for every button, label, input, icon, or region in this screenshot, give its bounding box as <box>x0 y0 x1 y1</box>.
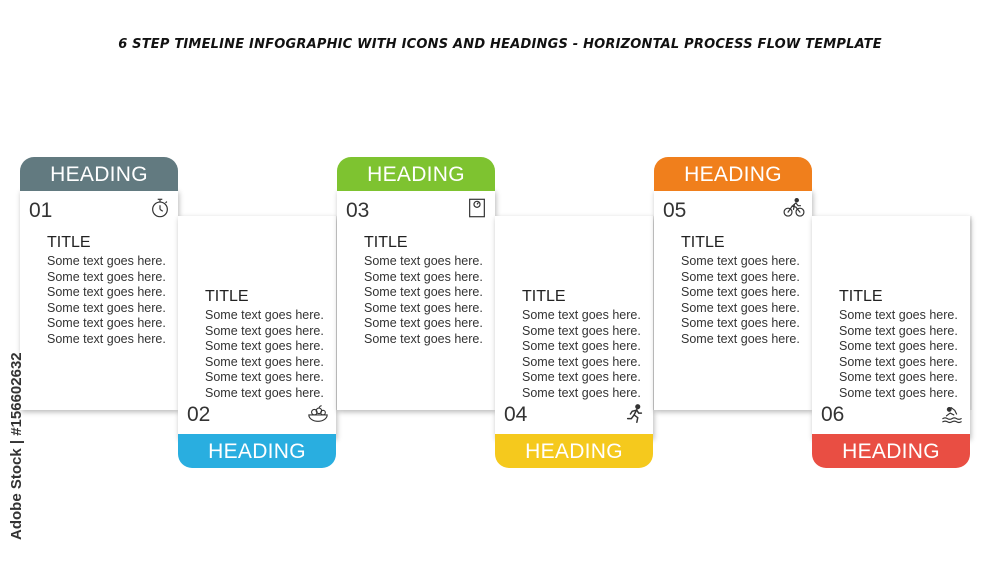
step-heading-4: HEADING <box>495 434 653 468</box>
step-title-4: TITLE <box>522 288 566 305</box>
step-card-4 <box>495 216 653 438</box>
step-card-3 <box>337 190 495 410</box>
step-text-line: Some text goes here. <box>681 300 800 315</box>
step-text-line: Some text goes here. <box>522 339 641 354</box>
step-heading-5: HEADING <box>654 157 812 191</box>
stock-credit: Adobe Stock | #156602632 <box>8 352 25 540</box>
step-number-1: 01 <box>29 199 53 222</box>
step-number-4: 04 <box>504 403 528 426</box>
step-text-line: Some text goes here. <box>364 316 483 331</box>
step-text-line: Some text goes here. <box>47 300 166 315</box>
step-heading-1: HEADING <box>20 157 178 191</box>
step-text-line: Some text goes here. <box>839 370 958 385</box>
step-card-6 <box>812 216 970 438</box>
step-card-1 <box>20 190 178 410</box>
step-text-line: Some text goes here. <box>522 308 641 322</box>
step-text-line: Some text goes here. <box>839 354 958 369</box>
step-text-line: Some text goes here. <box>681 254 800 268</box>
step-text-line: Some text goes here. <box>47 269 166 284</box>
step-text-line: Some text goes here. <box>522 370 641 385</box>
step-text-line: Some text goes here. <box>839 385 958 400</box>
step-text-line: Some text goes here. <box>364 269 483 284</box>
cyclist-icon <box>783 197 805 219</box>
step-number-6: 06 <box>821 403 845 426</box>
step-text-line: Some text goes here. <box>681 269 800 284</box>
step-text-line: Some text goes here. <box>205 339 324 354</box>
step-text-line: Some text goes here. <box>522 323 641 338</box>
step-card-2 <box>178 216 336 438</box>
step-text-line: Some text goes here. <box>47 331 166 346</box>
step-text-line: Some text goes here. <box>839 339 958 354</box>
swimmer-icon <box>941 403 963 425</box>
step-number-3: 03 <box>346 199 370 222</box>
step-text-line: Some text goes here. <box>681 285 800 300</box>
page-title: 6 STEP TIMELINE INFOGRAPHIC WITH ICONS A… <box>118 37 882 52</box>
step-title-6: TITLE <box>839 288 883 305</box>
step-text-line: Some text goes here. <box>364 285 483 300</box>
step-title-1: TITLE <box>47 234 91 251</box>
runner-icon <box>624 403 646 425</box>
step-card-5 <box>654 190 812 410</box>
step-heading-2: HEADING <box>178 434 336 468</box>
step-text-line: Some text goes here. <box>681 316 800 331</box>
step-text-line: Some text goes here. <box>205 385 324 400</box>
step-text-line: Some text goes here. <box>839 308 958 322</box>
fruit-bowl-icon <box>307 403 329 425</box>
step-text-line: Some text goes here. <box>47 254 166 268</box>
step-number-5: 05 <box>663 199 687 222</box>
step-text-line: Some text goes here. <box>205 323 324 338</box>
step-text-line: Some text goes here. <box>205 308 324 322</box>
step-text-line: Some text goes here. <box>364 331 483 346</box>
step-title-3: TITLE <box>364 234 408 251</box>
step-text-line: Some text goes here. <box>522 354 641 369</box>
step-text-line: Some text goes here. <box>681 331 800 346</box>
step-text-line: Some text goes here. <box>364 254 483 268</box>
step-text-line: Some text goes here. <box>205 354 324 369</box>
step-title-5: TITLE <box>681 234 725 251</box>
step-heading-6: HEADING <box>812 434 970 468</box>
step-number-2: 02 <box>187 403 211 426</box>
step-heading-3: HEADING <box>337 157 495 191</box>
step-text-line: Some text goes here. <box>205 370 324 385</box>
stopwatch-icon <box>149 197 171 219</box>
step-text-line: Some text goes here. <box>47 285 166 300</box>
step-text-line: Some text goes here. <box>364 300 483 315</box>
step-text-line: Some text goes here. <box>522 385 641 400</box>
step-text-line: Some text goes here. <box>839 323 958 338</box>
step-title-2: TITLE <box>205 288 249 305</box>
scale-icon <box>466 197 488 219</box>
step-text-line: Some text goes here. <box>47 316 166 331</box>
